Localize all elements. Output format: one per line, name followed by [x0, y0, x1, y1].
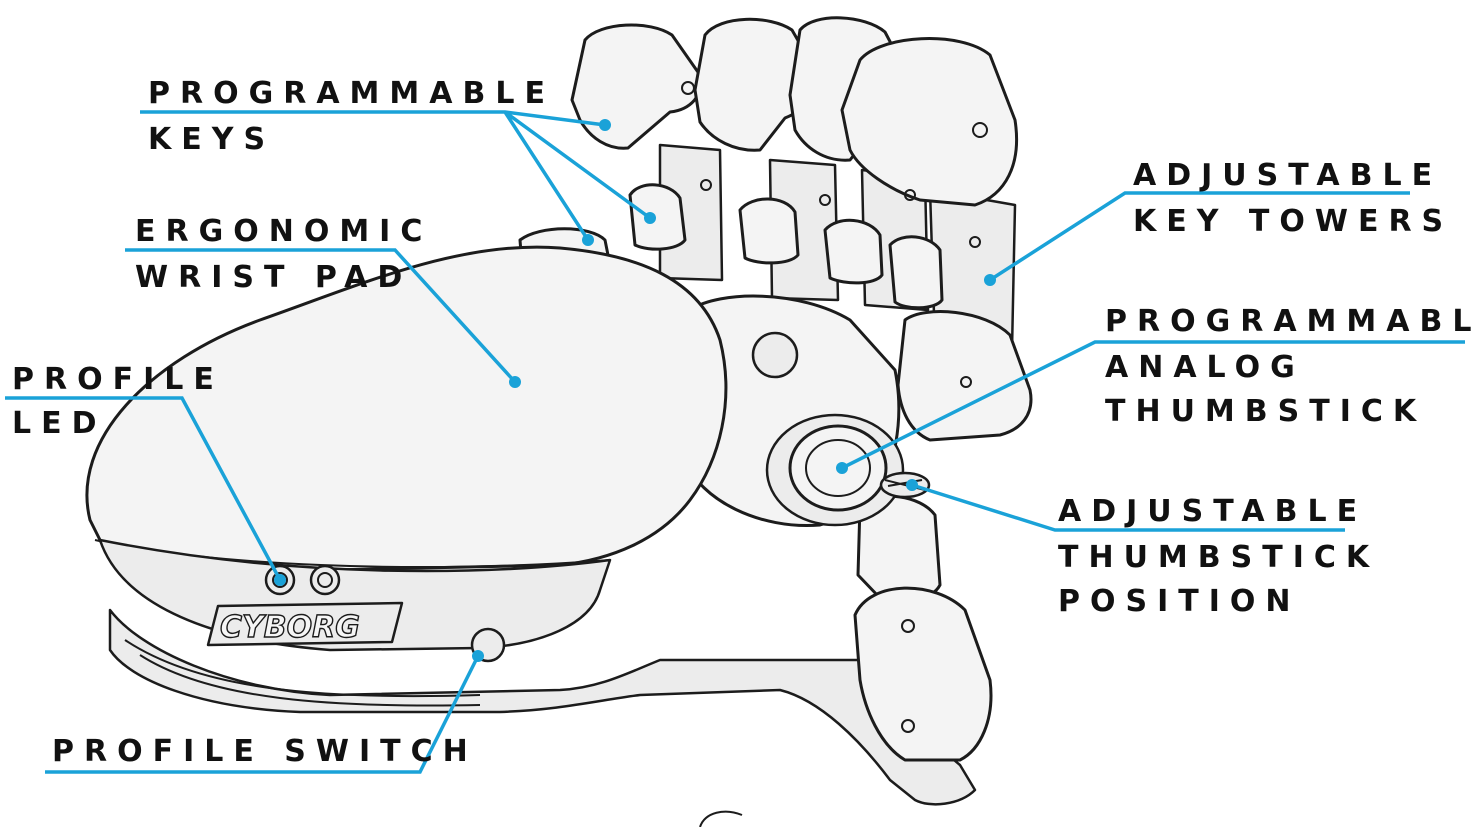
callout-dot-towers	[984, 274, 996, 286]
callout-dot-key-top	[599, 119, 611, 131]
label-programmable-keys-line1: PROGRAMMABLE	[148, 76, 555, 112]
mid-key-1	[630, 185, 685, 249]
callout-dot-led	[274, 574, 286, 586]
label-profile-led-line2: LED	[12, 406, 107, 442]
label-thumbstick-line1: PROGRAMMABLE	[1105, 304, 1477, 340]
callout-dot-wrist-pad	[509, 376, 521, 388]
mid-key-2	[740, 199, 798, 263]
hat-button	[753, 333, 797, 377]
callout-dot-key-mid	[644, 212, 656, 224]
label-position-line3: POSITION	[1058, 584, 1301, 620]
label-position-line1: ADJUSTABLE	[1058, 494, 1367, 530]
label-profile-switch: PROFILE SWITCH	[52, 734, 478, 770]
callout-dot-switch	[472, 650, 484, 662]
cyborg-logo: CYBORG	[208, 603, 402, 645]
label-thumbstick-line3: THUMBSTICK	[1105, 394, 1426, 430]
mid-key-4	[890, 237, 942, 308]
cyborg-logo-text: CYBORG	[220, 610, 360, 645]
mid-key-3	[825, 220, 882, 283]
label-wrist-pad-line1: ERGONOMIC	[135, 214, 432, 250]
callout-dot-position	[906, 479, 918, 491]
label-key-towers-line2: KEY TOWERS	[1133, 204, 1453, 240]
label-wrist-pad-line2: WRIST PAD	[135, 260, 412, 296]
label-key-towers-line1: ADJUSTABLE	[1133, 158, 1442, 194]
callout-dot-key-small	[582, 234, 594, 246]
profile-led-2	[311, 566, 339, 594]
label-thumbstick-line2: ANALOG	[1105, 350, 1305, 386]
callout-dot-thumbstick	[836, 462, 848, 474]
label-position-line2: THUMBSTICK	[1058, 540, 1379, 576]
label-programmable-keys-line2: KEYS	[148, 122, 275, 158]
label-profile-led-line1: PROFILE	[12, 362, 224, 398]
